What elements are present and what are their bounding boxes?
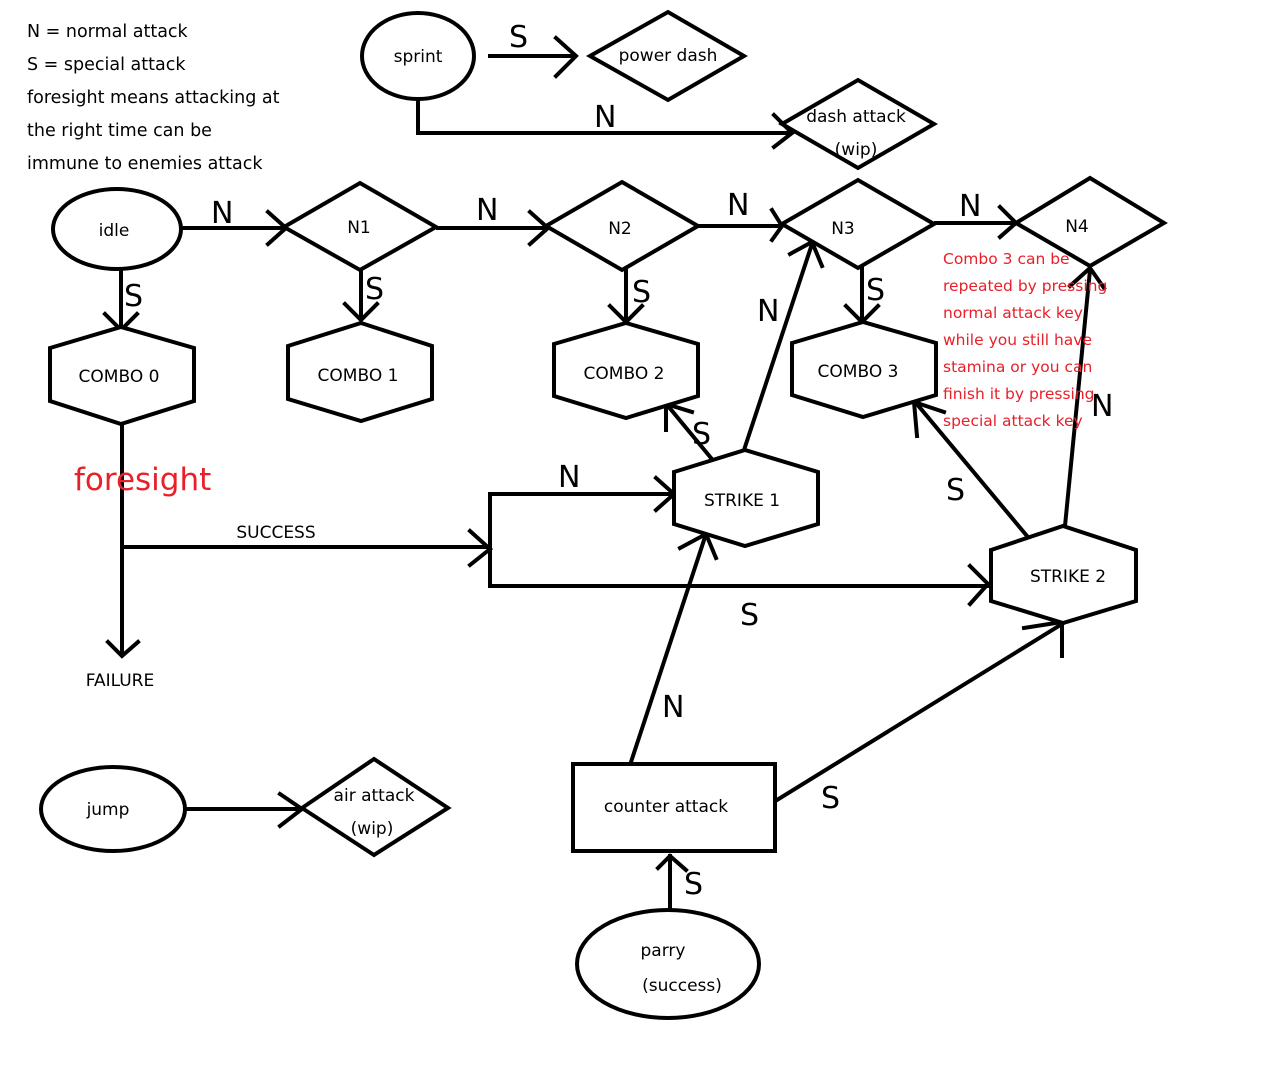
node-label: idle <box>99 221 130 241</box>
node-label: counter attack <box>604 797 728 817</box>
node-n1: N1 <box>279 180 441 273</box>
node-label: COMBO 2 <box>584 364 665 384</box>
node-label: dash attack <box>806 107 906 127</box>
edge-label: N <box>757 294 779 329</box>
edge-label: N <box>558 460 580 495</box>
node-n2: N2 <box>542 179 702 273</box>
node-strike2: STRIKE 2 <box>989 523 1138 626</box>
edge-success-strike1 <box>488 475 678 513</box>
node-label: STRIKE 2 <box>1030 567 1106 587</box>
node-label: sprint <box>394 47 443 67</box>
node-label: N3 <box>831 219 855 239</box>
node-n3: N3 <box>778 177 938 271</box>
edge-label: N <box>594 100 616 135</box>
node-air-attack: air attack (wip) <box>298 756 452 858</box>
edge-label: N <box>476 193 498 228</box>
node-combo3: COMBO 3 <box>790 319 938 420</box>
node-label: COMBO 0 <box>79 367 160 387</box>
edge-label: S <box>866 273 885 308</box>
edge-success <box>120 492 494 588</box>
edge-idle-n1 <box>182 209 290 247</box>
node-label: parry <box>641 941 686 961</box>
node-label: COMBO 1 <box>318 366 399 386</box>
node-label: (wip) <box>835 140 878 160</box>
edge-n1-combo1 <box>342 268 380 323</box>
node-strike1: STRIKE 1 <box>672 447 820 549</box>
edge-label: N <box>1091 389 1113 424</box>
combo3-note: Combo 3 can be repeated by pressing norm… <box>943 250 1108 430</box>
foresight-annotation: foresight <box>74 462 212 498</box>
node-label: air attack <box>334 786 415 806</box>
edge-success-strike2 <box>488 563 991 607</box>
edge-counter-strike1 <box>628 531 719 765</box>
node-label: power dash <box>619 46 718 66</box>
edge-label: S <box>946 473 965 508</box>
success-label: SUCCESS <box>236 523 315 543</box>
node-parry: parry (success) <box>575 908 761 1020</box>
edge-parry-counter <box>655 853 689 912</box>
node-counter-attack: counter attack <box>571 762 777 853</box>
edge-counter-strike2 <box>774 619 1065 803</box>
node-label: N2 <box>608 219 632 239</box>
edge-label: S <box>509 20 528 55</box>
edge-label: N <box>727 188 749 223</box>
node-label: (success) <box>642 976 722 996</box>
node-label: STRIKE 1 <box>704 491 780 511</box>
node-combo0: COMBO 0 <box>48 324 196 427</box>
edge-sprint-power-dash <box>488 35 579 79</box>
node-label: (wip) <box>351 819 394 839</box>
edge-label: S <box>740 598 759 633</box>
legend-line: N = normal attack <box>27 22 188 42</box>
edge-label: N <box>959 189 981 224</box>
node-sprint: sprint <box>360 11 476 101</box>
edge-label: S <box>124 279 143 314</box>
edge-label: S <box>692 417 711 452</box>
node-label: N1 <box>347 218 371 238</box>
edge-label: S <box>684 867 703 902</box>
node-label: COMBO 3 <box>818 362 899 382</box>
node-n4: N4 <box>1012 175 1168 269</box>
edge-sprint-dash-attack <box>416 97 796 150</box>
edge-label: S <box>821 781 840 816</box>
edge-label: N <box>662 690 684 725</box>
edge-jump-air-attack <box>184 791 306 829</box>
edge-combo0-failure <box>105 422 141 659</box>
node-combo2: COMBO 2 <box>552 320 700 421</box>
node-power-dash: power dash <box>585 9 748 103</box>
legend-line: the right time can be <box>27 121 212 141</box>
node-label: N4 <box>1065 217 1089 237</box>
legend-line: foresight means attacking at <box>27 88 280 108</box>
node-jump: jump <box>39 765 187 853</box>
node-label: jump <box>86 800 130 820</box>
edge-label: N <box>211 196 233 231</box>
legend-line: S = special attack <box>27 55 186 75</box>
failure-label: FAILURE <box>86 671 154 691</box>
edge-label: S <box>365 272 384 307</box>
node-idle: idle <box>51 187 183 271</box>
legend: N = normal attack S = special attack for… <box>27 16 280 181</box>
legend-line: immune to enemies attack <box>27 154 263 174</box>
node-dash-attack: dash attack (wip) <box>778 77 938 171</box>
edge-label: S <box>632 275 651 310</box>
node-combo1: COMBO 1 <box>286 320 434 424</box>
